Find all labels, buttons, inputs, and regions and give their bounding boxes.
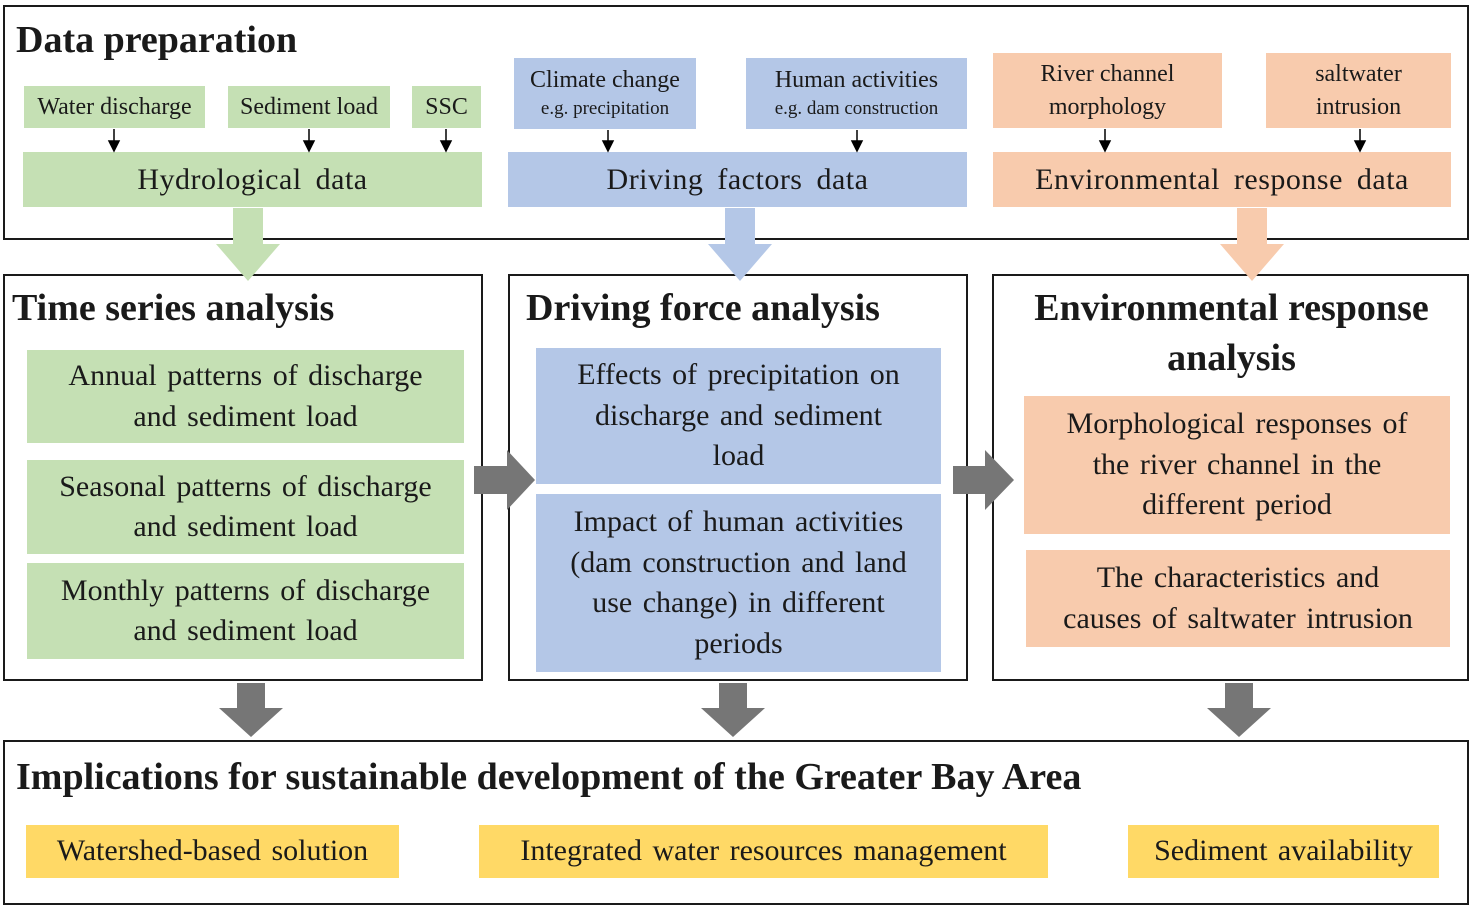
watershed-solution-box: Watershed-based solution (26, 825, 399, 878)
river-morphology-line2: morphology (1048, 93, 1167, 120)
ssc-box: SSC (412, 86, 481, 128)
seasonal-line2: and sediment load (133, 510, 358, 543)
human-activities-box: Human activities e.g. dam construction (746, 58, 967, 129)
water-management-box: Integrated water resources management (479, 825, 1048, 878)
blue-down-arrow-icon (708, 208, 772, 281)
saltwater-line1: saltwater (1315, 61, 1402, 88)
morph-line2: the river channel in the (1092, 447, 1382, 481)
precip-line1: Effects of precipitation on (577, 358, 900, 392)
water-discharge-box: Water discharge (24, 86, 205, 128)
environmental-title-line2: analysis (1167, 336, 1296, 379)
annual-line2: and sediment load (133, 399, 358, 433)
gray-right-arrow-2-icon (953, 450, 1014, 510)
climate-change-box: Climate change e.g. precipitation (514, 58, 696, 129)
arrow-water-discharge-icon (107, 129, 121, 153)
precipitation-effects-box: Effects of precipitation on discharge an… (536, 348, 941, 484)
human-line1: Impact of human activities (573, 505, 904, 538)
arrow-river-icon (1098, 129, 1112, 153)
gray-down-arrow-2-icon (701, 683, 765, 737)
gray-down-arrow-1-icon (219, 683, 283, 737)
precip-line3: load (712, 439, 765, 473)
sediment-availability-box: Sediment availability (1128, 825, 1439, 878)
arrow-ssc-icon (439, 129, 453, 153)
saltwater-characteristics-box: The characteristics and causes of saltwa… (1026, 550, 1450, 647)
driving-force-title: Driving force analysis (526, 287, 880, 329)
environmental-title-line1: Environmental response (1034, 287, 1429, 329)
gray-down-arrow-3-icon (1207, 683, 1271, 737)
morph-line3: different period (1142, 488, 1332, 522)
climate-change-example: e.g. precipitation (540, 97, 670, 119)
arrow-sediment-load-icon (302, 129, 316, 153)
saltwater-intrusion-source-box: saltwater intrusion (1266, 53, 1451, 128)
morph-line1: Morphological responses of (1066, 407, 1408, 441)
implications-title: Implications for sustainable development… (16, 756, 1082, 798)
human-activities-example: e.g. dam construction (774, 97, 939, 119)
orange-down-arrow-icon (1220, 208, 1284, 281)
saltwater-line2: intrusion (1315, 93, 1402, 120)
arrow-salt-icon (1353, 129, 1367, 153)
environmental-title: Environmental response analysis (994, 287, 1469, 380)
river-morphology-box: River channel morphology (993, 53, 1222, 128)
annual-line1: Annual patterns of discharge (68, 359, 423, 392)
sediment-load-box: Sediment load (228, 86, 390, 128)
gray-right-arrow-1-icon (474, 450, 535, 510)
data-preparation-title: Data preparation (16, 19, 298, 61)
arrow-human-icon (850, 130, 864, 153)
hydrological-data-box: Hydrological data (23, 152, 482, 207)
green-down-arrow-icon (216, 208, 280, 281)
monthly-patterns-box: Monthly patterns of discharge and sedime… (27, 563, 464, 659)
human-activities-label: Human activities (774, 67, 939, 94)
monthly-line2: and sediment load (133, 614, 358, 647)
human-line2: (dam construction and land (570, 545, 907, 579)
morphological-responses-box: Morphological responses of the river cha… (1024, 396, 1450, 534)
environmental-response-data-box: Environmental response data (993, 152, 1451, 207)
time-series-title: Time series analysis (12, 287, 335, 329)
river-morphology-line1: River channel (1040, 61, 1175, 88)
salt-char-line1: The characteristics and (1096, 561, 1380, 594)
driving-factors-data-box: Driving factors data (508, 152, 967, 207)
seasonal-patterns-box: Seasonal patterns of discharge and sedim… (27, 460, 464, 554)
salt-char-line2: causes of saltwater intrusion (1063, 601, 1413, 635)
precip-line2: discharge and sediment (594, 398, 883, 432)
monthly-line1: Monthly patterns of discharge (60, 573, 431, 607)
climate-change-label: Climate change (530, 67, 680, 94)
seasonal-line1: Seasonal patterns of discharge (59, 469, 432, 503)
human-impact-box: Impact of human activities (dam construc… (536, 494, 941, 672)
human-line4: periods (694, 626, 783, 660)
human-line3: use change) in different (592, 586, 885, 619)
annual-patterns-box: Annual patterns of discharge and sedimen… (27, 350, 464, 443)
arrow-climate-icon (601, 130, 615, 153)
